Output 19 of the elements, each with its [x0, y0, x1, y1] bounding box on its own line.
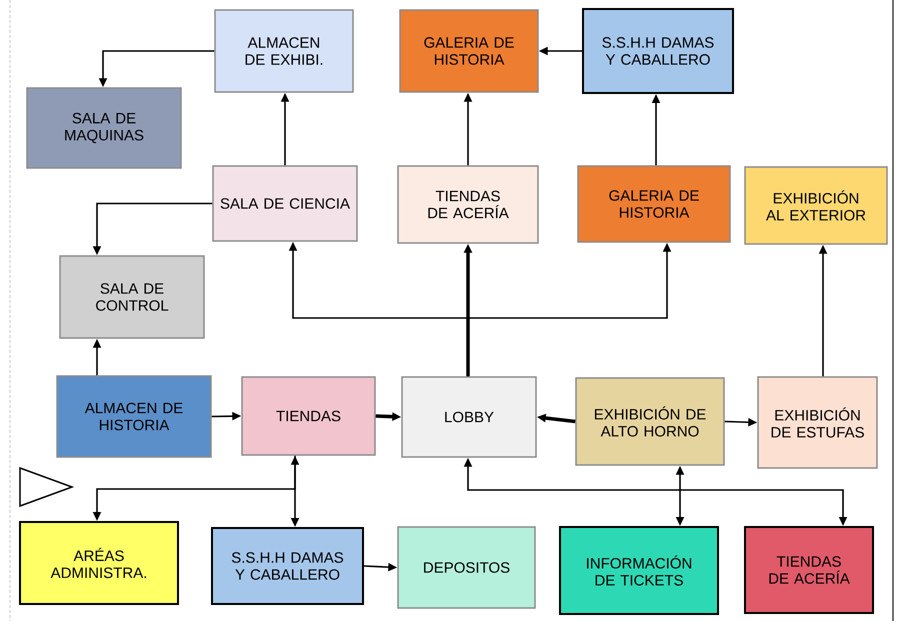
- room-box: S.S.H.H DAMAS Y CABALLERO: [211, 527, 364, 605]
- room-box: EXHIBICIÓN DE ALTO HORNO: [575, 377, 725, 466]
- room-box: ARÉAS ADMINISTRA.: [19, 521, 179, 605]
- room-box: TIENDAS: [241, 376, 376, 456]
- room-box: SALA DE CONTROL: [59, 255, 205, 339]
- room-box: S.S.H.H DAMAS Y CABALLERO: [582, 8, 734, 94]
- room-box: GALERIA DE HISTORIA: [577, 165, 731, 243]
- room-box: TIENDAS DE ACERÍA: [744, 526, 874, 614]
- room-box: DEPOSITOS: [397, 526, 536, 609]
- room-box: INFORMACIÓN DE TICKETS: [559, 526, 719, 615]
- room-box: EXHIBICIÓN DE ESTUFAS: [757, 376, 878, 469]
- room-box: ALMACEN DE HISTORIA: [56, 375, 212, 458]
- room-box: EXHIBICIÓN AL EXTERIOR: [744, 166, 888, 245]
- room-box: LOBBY: [401, 376, 537, 458]
- room-box: GALERIA DE HISTORIA: [399, 9, 539, 93]
- room-box: ALMACEN DE EXHIBI.: [214, 9, 354, 93]
- room-box: SALA DE CIENCIA: [212, 165, 358, 242]
- room-box: SALA DE MAQUINAS: [26, 87, 182, 169]
- room-box: TIENDAS DE ACERÍA: [397, 165, 539, 244]
